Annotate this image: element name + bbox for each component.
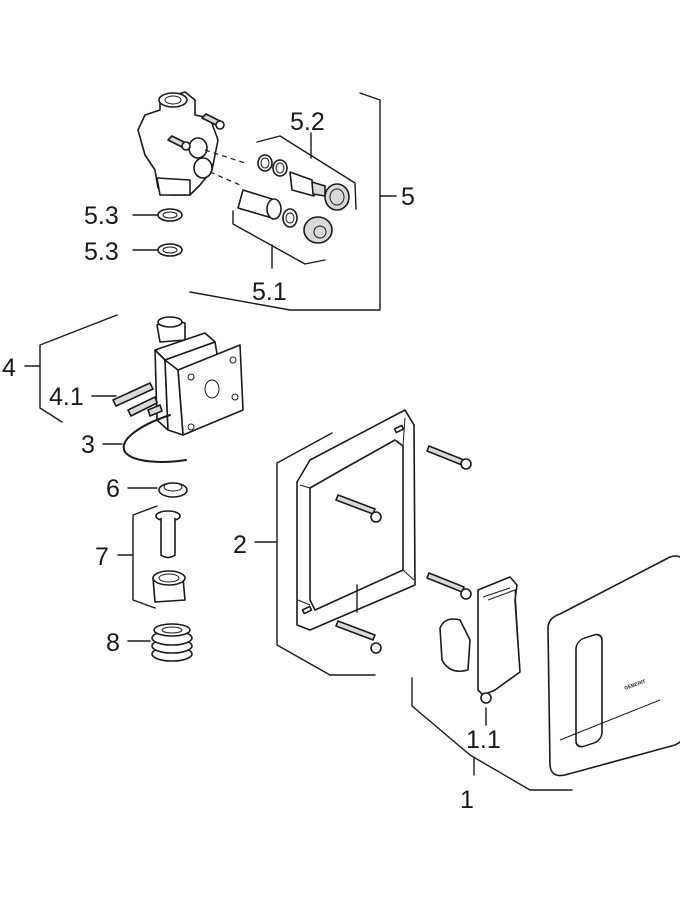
o-ring-5-3a	[157, 208, 183, 222]
label-2: 2	[233, 531, 247, 559]
label-8: 8	[106, 629, 120, 657]
seal-ring-6	[158, 482, 188, 498]
union-nut-7	[152, 570, 186, 603]
label-1-1: 1.1	[466, 726, 501, 754]
bracket-5	[189, 92, 381, 311]
assembly-axis-lower	[209, 171, 241, 186]
bracket-2	[276, 432, 376, 676]
pin-5-2	[289, 171, 326, 197]
valve-screw-lower	[167, 135, 191, 151]
o-ring-5-1	[282, 208, 298, 228]
cartridge-5-1	[237, 189, 282, 220]
frame-screw-b	[335, 494, 382, 523]
mounting-frame	[296, 409, 416, 631]
label-5-3-a: 5.3	[84, 202, 119, 230]
o-ring-5-3b	[157, 243, 183, 257]
frame-screw-d	[335, 620, 382, 654]
label-6: 6	[106, 475, 120, 503]
plug-5-1	[303, 216, 333, 244]
bracket-5-2	[256, 135, 357, 210]
solenoid-valve-housing	[154, 316, 244, 436]
cable-3	[122, 414, 187, 463]
label-5-3-b: 5.3	[84, 238, 119, 266]
bracket-1	[411, 677, 573, 791]
valve-screw-upper	[201, 113, 225, 130]
label-4: 4	[2, 354, 16, 382]
o-ring-5-2b	[272, 159, 288, 177]
electronic-unit-1-1	[439, 576, 521, 704]
frame-screw-a	[426, 445, 472, 470]
tailpiece-7	[155, 510, 181, 559]
label-5-1: 5.1	[252, 278, 287, 306]
bracket-4	[39, 314, 118, 423]
label-3: 3	[81, 431, 95, 459]
label-1: 1	[460, 786, 474, 814]
cover-plate	[547, 555, 680, 777]
label-4-1: 4.1	[49, 383, 84, 411]
assembly-axis-upper	[204, 149, 246, 164]
cap-5-2	[324, 183, 350, 211]
bracket-7	[132, 505, 158, 609]
bracket-5-1	[232, 210, 326, 265]
sensor-window	[575, 633, 603, 748]
label-5-2: 5.2	[290, 108, 325, 136]
connector-pins-4-1	[112, 382, 163, 417]
frame-screw-c	[426, 572, 472, 600]
o-ring-5-2a	[257, 154, 273, 172]
label-7: 7	[95, 543, 109, 571]
label-5: 5	[401, 183, 415, 211]
sleeve-8	[151, 623, 193, 662]
